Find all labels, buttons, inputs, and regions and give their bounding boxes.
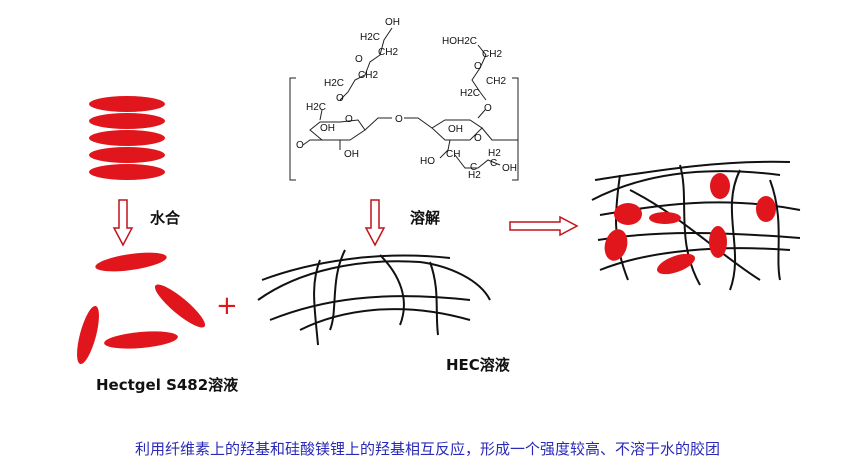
dissolve-label: 溶解 — [410, 209, 440, 227]
svg-text:O: O — [336, 93, 344, 104]
svg-text:H2C: H2C — [460, 88, 480, 99]
svg-text:O: O — [355, 54, 363, 65]
svg-text:OH: OH — [502, 163, 517, 174]
svg-text:H2C: H2C — [324, 78, 344, 89]
svg-text:CH2: CH2 — [482, 49, 502, 60]
gel-network — [591, 160, 801, 291]
dissolve-arrow-icon — [364, 199, 386, 247]
hydration-arrow-icon — [112, 199, 134, 247]
structure-labels: OH H2C CH2 O H2C CH2 O H2C OH O O OH O H… — [296, 17, 517, 181]
svg-text:O: O — [484, 103, 492, 114]
svg-text:CH2: CH2 — [378, 47, 398, 58]
svg-text:H2C: H2C — [360, 32, 380, 43]
svg-text:CH2: CH2 — [486, 76, 506, 87]
hectgel-solution-label: Hectgel S482溶液 — [96, 376, 239, 394]
svg-text:HO: HO — [420, 156, 435, 167]
svg-text:OH: OH — [320, 123, 335, 134]
svg-text:C: C — [470, 162, 477, 173]
svg-text:OH: OH — [448, 124, 463, 135]
svg-text:H2: H2 — [468, 170, 481, 181]
stacked-platelets — [89, 96, 165, 180]
svg-text:C: C — [490, 158, 497, 169]
dispersed-platelets — [77, 252, 206, 365]
svg-text:CH2: CH2 — [358, 70, 378, 81]
hec-solution-label: HEC溶液 — [446, 356, 511, 374]
hec-polymer-network — [257, 249, 491, 346]
right-arrow-icon — [509, 215, 579, 237]
svg-text:H2C: H2C — [306, 102, 326, 113]
svg-text:O: O — [345, 114, 353, 125]
hec-chemical-structure — [289, 27, 519, 181]
svg-text:CH: CH — [446, 149, 460, 160]
svg-text:H2: H2 — [488, 148, 501, 159]
svg-text:O: O — [296, 140, 304, 151]
svg-text:HOH2C: HOH2C — [442, 36, 477, 47]
plus-sign: + — [216, 291, 238, 321]
svg-text:OH: OH — [385, 17, 400, 28]
svg-text:O: O — [474, 133, 482, 144]
caption: 利用纤维素上的羟基和硅酸镁锂上的羟基相互反应，形成一个强度较高、不溶于水的胶团 — [134, 440, 720, 458]
svg-text:O: O — [395, 114, 403, 125]
hydration-label: 水合 — [150, 209, 181, 227]
svg-text:O: O — [474, 61, 482, 72]
svg-text:OH: OH — [344, 149, 359, 160]
